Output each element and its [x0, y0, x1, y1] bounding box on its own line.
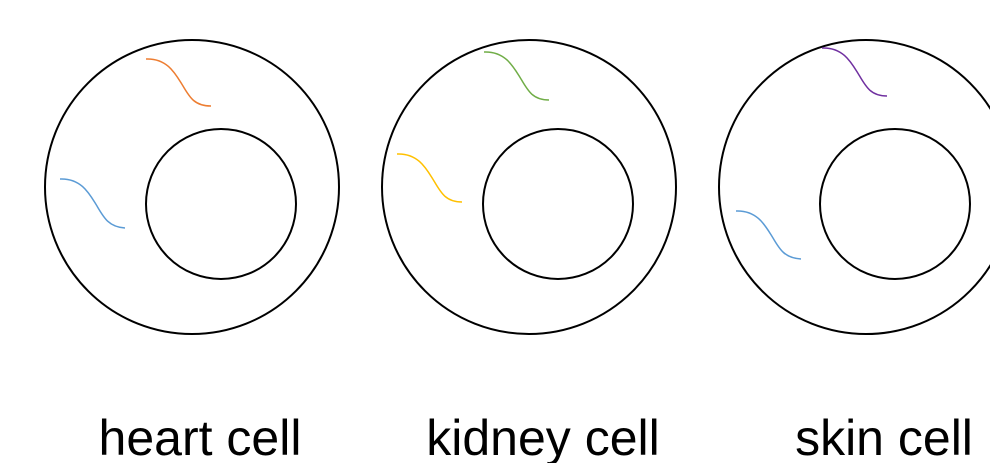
- rna-strand-purple: [822, 48, 887, 96]
- cell-nucleus: [146, 129, 296, 279]
- cell-label: heart cell: [99, 410, 302, 463]
- rna-strand-green: [484, 52, 549, 100]
- skin-cell: skin cell: [719, 40, 990, 463]
- kidney-cell: kidney cell: [382, 40, 676, 463]
- cell-label: skin cell: [795, 410, 973, 463]
- rna-strand-blue: [736, 211, 801, 259]
- cell-nucleus: [820, 129, 970, 279]
- heart-cell: heart cell: [45, 40, 339, 463]
- cell-label: kidney cell: [426, 410, 659, 463]
- rna-strand-blue: [60, 179, 125, 228]
- cell-nucleus: [483, 129, 633, 279]
- rna-strand-yellow: [397, 154, 462, 202]
- rna-strand-orange: [146, 59, 211, 106]
- cell-membrane: [719, 40, 990, 334]
